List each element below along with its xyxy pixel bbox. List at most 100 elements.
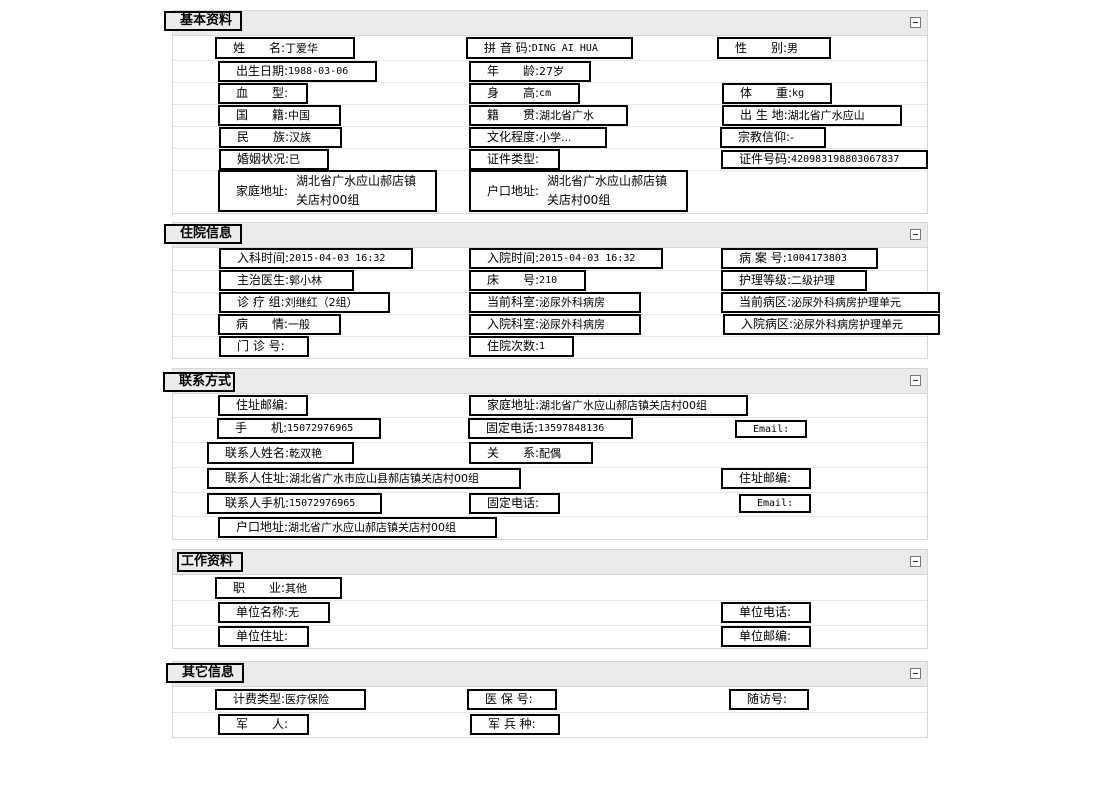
field-contact-address: 联系人住址: 湖北省广水市应山县郝店镇关店村00组 — [207, 468, 521, 489]
field-label: 住址邮编: — [236, 398, 289, 412]
field-occupation: 职 业: 其他 — [215, 577, 342, 599]
field-label: 国 籍: — [236, 108, 289, 122]
field-label: 军 兵 种: — [488, 717, 536, 731]
section-header — [173, 223, 927, 248]
field-label: 联系人姓名: — [225, 445, 290, 460]
field-outpatient-no: 门 诊 号: — [219, 336, 309, 357]
field-label: 家庭地址: — [236, 183, 289, 198]
field-value: 中国 — [288, 109, 311, 122]
field-label: 门 诊 号: — [237, 339, 285, 353]
collapse-icon[interactable] — [910, 556, 921, 567]
field-blood-type: 血 型: — [218, 83, 308, 104]
field-education: 文化程度: 小学... — [469, 127, 607, 148]
field-label: 住址邮编: — [739, 471, 792, 485]
field-home-address: 家庭地址: 湖北省广水应山郝店镇关店村00组 — [218, 170, 437, 212]
field-value: 泌尿外科病房 — [539, 318, 606, 331]
field-value: 泌尿外科病房 — [539, 296, 606, 309]
field-value: 男 — [787, 41, 799, 55]
field-label: 血 型: — [236, 86, 289, 100]
collapse-icon[interactable] — [910, 375, 921, 386]
field-label: 婚姻状况: — [237, 152, 290, 166]
field-condition: 病 情: 一般 — [218, 314, 341, 335]
field-value: 刘继红（2组） — [284, 296, 358, 309]
section-title-basic[interactable]: 基本资料 — [164, 11, 243, 31]
collapse-icon[interactable] — [910, 229, 921, 240]
field-zip: 住址邮编: — [218, 395, 308, 416]
field-label: 入科时间: — [237, 251, 290, 265]
field-work-phone: 单位电话: — [721, 602, 811, 623]
field-mobile: 手 机: 15072976965 — [217, 418, 381, 439]
field-label: 手 机: — [235, 421, 288, 435]
field-military-branch: 军 兵 种: — [470, 714, 560, 735]
field-contact-phone: 固定电话: — [469, 493, 560, 514]
field-value: 二级护理 — [791, 274, 836, 287]
field-email: Email: — [735, 420, 807, 438]
field-value: 15072976965 — [289, 498, 356, 509]
field-admit-ward: 入院病区: 泌尿外科病房护理单元 — [723, 314, 940, 335]
field-contact-mobile: 联系人手机: 15072976965 — [207, 493, 382, 514]
collapse-icon[interactable] — [910, 17, 921, 28]
field-value: 其他 — [285, 581, 308, 595]
field-id-type: 证件类型: — [469, 149, 560, 170]
section-title-contact[interactable]: 联系方式 — [163, 372, 235, 392]
field-label: 计费类型: — [233, 692, 286, 706]
field-value: 湖北省广水 — [539, 109, 595, 122]
field-employer: 单位名称: 无 — [218, 602, 330, 623]
field-label: 拼 音 码: — [484, 40, 532, 55]
field-payment-type: 计费类型: 医疗保险 — [215, 689, 366, 710]
field-work-address: 单位住址: — [218, 626, 309, 647]
field-contact-home-address: 家庭地址: 湖北省广水应山郝店镇关店村00组 — [469, 395, 748, 416]
field-label: 民 族: — [237, 130, 290, 144]
field-label: 固定电话: — [487, 496, 540, 510]
field-label: 出生日期: — [236, 64, 289, 78]
field-label: 护理等级: — [739, 273, 792, 287]
field-insurance-no: 医 保 号: — [467, 689, 557, 710]
field-value: kg — [792, 88, 805, 99]
field-value: 湖北省广水应山郝店镇关店村00组 — [288, 521, 457, 534]
field-label: 联系人住址: — [225, 471, 290, 485]
field-phone: 固定电话: 13597848136 — [468, 418, 633, 439]
field-label: 出 生 地: — [740, 108, 788, 122]
field-label: 单位住址: — [236, 629, 289, 643]
field-label: 职 业: — [233, 580, 286, 595]
field-value: 丁爱华 — [285, 41, 319, 55]
field-weight: 体 重: kg — [722, 83, 832, 104]
section-header — [173, 662, 927, 687]
field-age: 年 龄: 27岁 — [469, 61, 591, 82]
field-value: 湖北省广水应山郝店镇关店村00组 — [547, 174, 668, 207]
field-followup-no: 随访号: — [729, 689, 809, 710]
field-value: 配偶 — [539, 446, 562, 460]
field-current-dept: 当前科室: 泌尿外科病房 — [469, 292, 641, 313]
field-admit-count: 住院次数: 1 — [469, 336, 574, 357]
field-value: 2015-04-03 16:32 — [539, 253, 636, 264]
section-title-work[interactable]: 工作资料 — [177, 552, 244, 572]
field-value: 1004173803 — [786, 253, 847, 264]
field-id-number: 证件号码: 420983198803067837 — [721, 150, 928, 169]
field-native-place: 籍 贯: 湖北省广水 — [469, 105, 628, 126]
field-contact-name: 联系人姓名: 乾双艳 — [207, 442, 354, 464]
field-value: 湖北省广水市应山县郝店镇关店村00组 — [289, 472, 480, 485]
field-religion: 宗教信仰: - — [720, 127, 826, 148]
field-label: 籍 贯: — [487, 108, 540, 122]
field-name: 姓 名: 丁爱华 — [215, 37, 355, 59]
field-value: 泌尿外科病房护理单元 — [793, 318, 904, 331]
field-team: 诊 疗 组: 刘继红（2组） — [219, 292, 390, 313]
field-label: 单位电话: — [739, 605, 792, 619]
section-header — [173, 550, 927, 575]
field-label: 诊 疗 组: — [237, 295, 285, 309]
section-header — [173, 369, 927, 394]
field-label: 随访号: — [747, 692, 788, 706]
section-title-admission[interactable]: 住院信息 — [164, 224, 243, 244]
field-label: 固定电话: — [486, 421, 539, 435]
section-title-other[interactable]: 其它信息 — [166, 663, 245, 683]
field-record-no: 病 案 号: 1004173803 — [721, 248, 878, 269]
field-marital: 婚姻状况: 已 — [219, 149, 329, 170]
field-label: Email: — [753, 423, 790, 435]
field-bed: 床 号: 210 — [469, 270, 586, 291]
field-value: 无 — [288, 606, 300, 619]
field-label: 户口地址: — [487, 183, 540, 198]
collapse-icon[interactable] — [910, 668, 921, 679]
field-label: 医 保 号: — [485, 692, 533, 706]
field-value: cm — [539, 88, 552, 99]
field-value: 郭小林 — [289, 274, 323, 287]
